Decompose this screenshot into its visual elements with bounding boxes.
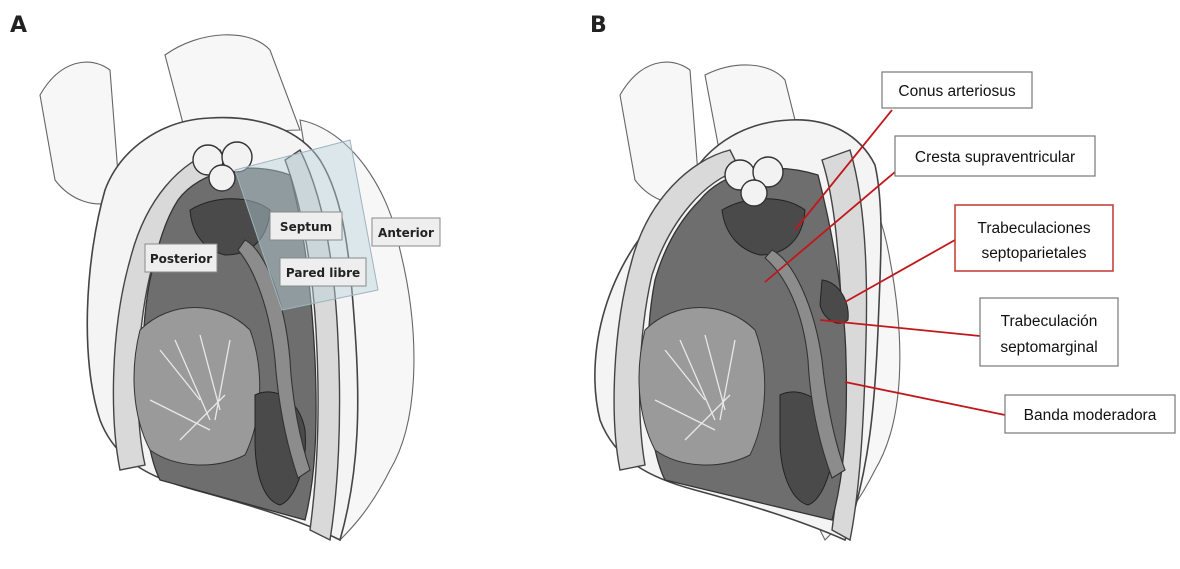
label-trab-septomarginal-line2: septomarginal <box>1000 339 1097 356</box>
label-banda-text: Banda moderadora <box>1024 407 1157 424</box>
label-conus-text: Conus arteriosus <box>898 83 1015 100</box>
label-posterior-text: Posterior <box>150 252 212 266</box>
label-conus: Conus arteriosus <box>882 72 1032 108</box>
pulmonary-cusp-b3 <box>741 180 767 206</box>
label-cresta-text: Cresta supraventricular <box>915 149 1075 166</box>
panel-a-letter: A <box>10 13 27 38</box>
label-cresta: Cresta supraventricular <box>895 136 1095 176</box>
pulmonary-cusp-3 <box>209 165 235 191</box>
label-septum: Septum <box>270 212 342 240</box>
tricuspid-chamber <box>134 308 260 466</box>
panel-b-letter: B <box>590 13 607 38</box>
label-trab-septoparietales-line1: Trabeculaciones <box>977 220 1090 237</box>
heart-illustration-b <box>595 62 900 540</box>
label-pared-libre: Pared libre <box>280 258 366 286</box>
label-trab-septomarginal: Trabeculación septomarginal <box>980 298 1118 366</box>
label-anterior-text: Anterior <box>378 226 434 240</box>
tricuspid-chamber-b <box>639 308 765 466</box>
panel-a: A <box>10 13 440 540</box>
label-pared-libre-text: Pared libre <box>286 266 360 280</box>
label-trab-septomarginal-line1: Trabeculación <box>1001 313 1098 330</box>
label-anterior: Anterior <box>372 218 440 246</box>
panel-b: B Conus arteriosus <box>590 13 1175 540</box>
label-trab-septoparietales-line2: septoparietales <box>981 245 1086 262</box>
label-septum-text: Septum <box>280 220 332 234</box>
label-banda: Banda moderadora <box>1005 395 1175 433</box>
heart-illustration-a <box>40 35 414 540</box>
label-posterior: Posterior <box>145 244 217 272</box>
label-trab-septoparietales: Trabeculaciones septoparietales <box>955 205 1113 271</box>
